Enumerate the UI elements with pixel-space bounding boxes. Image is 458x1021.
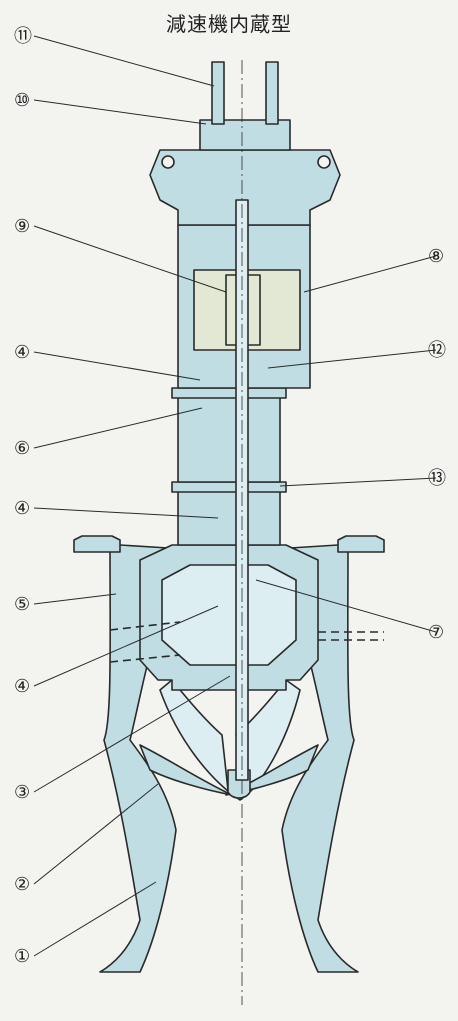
cable-gland-base xyxy=(199,119,291,151)
callout-13: ⑬ xyxy=(428,468,446,489)
impeller xyxy=(159,679,301,801)
mid-flange xyxy=(171,387,287,399)
impeller-blade-right xyxy=(225,744,319,796)
callout-10: ⑩ xyxy=(14,90,30,111)
leader-12 xyxy=(267,349,437,369)
callout-7: ⑦ xyxy=(428,622,444,643)
callout-4c: ④ xyxy=(14,676,30,697)
leader-10 xyxy=(33,99,207,125)
gear-casing xyxy=(177,394,281,483)
pipe-stub-left-2 xyxy=(109,654,181,663)
leader-5 xyxy=(33,593,117,605)
callout-6: ⑥ xyxy=(14,438,30,459)
lifting-lug-left xyxy=(161,155,175,169)
cable-gland-left xyxy=(211,61,225,125)
leader-7 xyxy=(255,579,437,633)
callout-3: ③ xyxy=(14,782,30,803)
leader-9 xyxy=(33,225,227,293)
leader-8 xyxy=(303,255,437,293)
callout-11: ⑪ xyxy=(14,26,32,47)
cable-gland-right xyxy=(265,61,279,125)
leader-4b xyxy=(33,507,219,519)
leader-11 xyxy=(33,35,215,87)
intake-bell-right xyxy=(281,544,359,973)
top-cover xyxy=(149,149,341,226)
leader-4a xyxy=(33,351,201,381)
intake-bell-left xyxy=(99,544,177,973)
callout-9: ⑨ xyxy=(14,216,30,237)
callout-4a: ④ xyxy=(14,342,30,363)
intake-flange-right xyxy=(337,535,385,553)
leader-1 xyxy=(33,881,157,957)
leader-6 xyxy=(33,407,203,449)
intake-flange-left xyxy=(73,535,121,553)
callout-5: ⑤ xyxy=(14,594,30,615)
callout-1: ① xyxy=(14,946,30,967)
diffuser-inner xyxy=(161,564,297,666)
diagram-title: 減速機内蔵型 xyxy=(166,12,292,36)
leader-4c xyxy=(33,605,219,687)
leader-13 xyxy=(279,477,437,487)
callout-2: ② xyxy=(14,874,30,895)
reducer-flange xyxy=(171,481,287,493)
callout-8: ⑧ xyxy=(428,246,444,267)
callout-4b: ④ xyxy=(14,498,30,519)
callout-12: ⑫ xyxy=(428,340,446,361)
leader-3 xyxy=(33,675,231,793)
leader-2 xyxy=(33,783,159,885)
lifting-lug-right xyxy=(317,155,331,169)
pipe-stub-left-1 xyxy=(109,621,181,631)
